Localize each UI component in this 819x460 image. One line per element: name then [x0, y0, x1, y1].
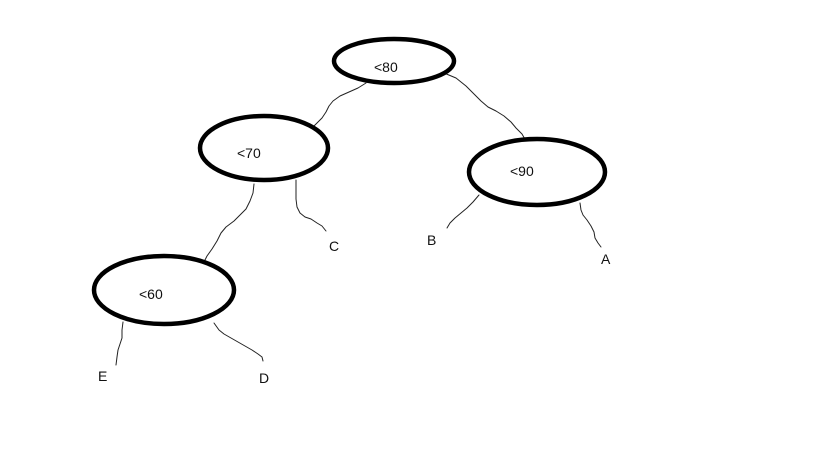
node-label: <90	[510, 163, 534, 179]
node-ellipse	[197, 113, 331, 183]
edge-right-to-b	[446, 194, 480, 229]
leaf-label-a: A	[601, 251, 611, 267]
node-label: <80	[374, 59, 398, 75]
edge-left-to-leftleft	[198, 183, 255, 272]
decision-node-right: <90	[466, 136, 608, 208]
node-label: <60	[139, 286, 163, 302]
node-label: <70	[237, 145, 261, 161]
node-ellipse	[466, 136, 608, 208]
node-ellipse	[331, 36, 457, 86]
decision-node-leftleft: <60	[91, 253, 237, 327]
leaf-label-c: C	[329, 238, 339, 254]
edge-leftleft-to-d	[213, 322, 264, 362]
edge-right-to-a	[579, 202, 602, 248]
edge-root-to-right	[443, 72, 530, 148]
decision-node-root: <80	[331, 36, 457, 86]
decision-node-left: <70	[197, 113, 331, 183]
edge-leftleft-to-e	[115, 321, 124, 366]
leaf-label-d: D	[259, 370, 269, 386]
edge-left-to-c	[295, 179, 327, 232]
node-ellipse	[91, 253, 237, 327]
leaf-label-b: B	[427, 232, 436, 248]
leaf-label-e: E	[98, 368, 107, 384]
